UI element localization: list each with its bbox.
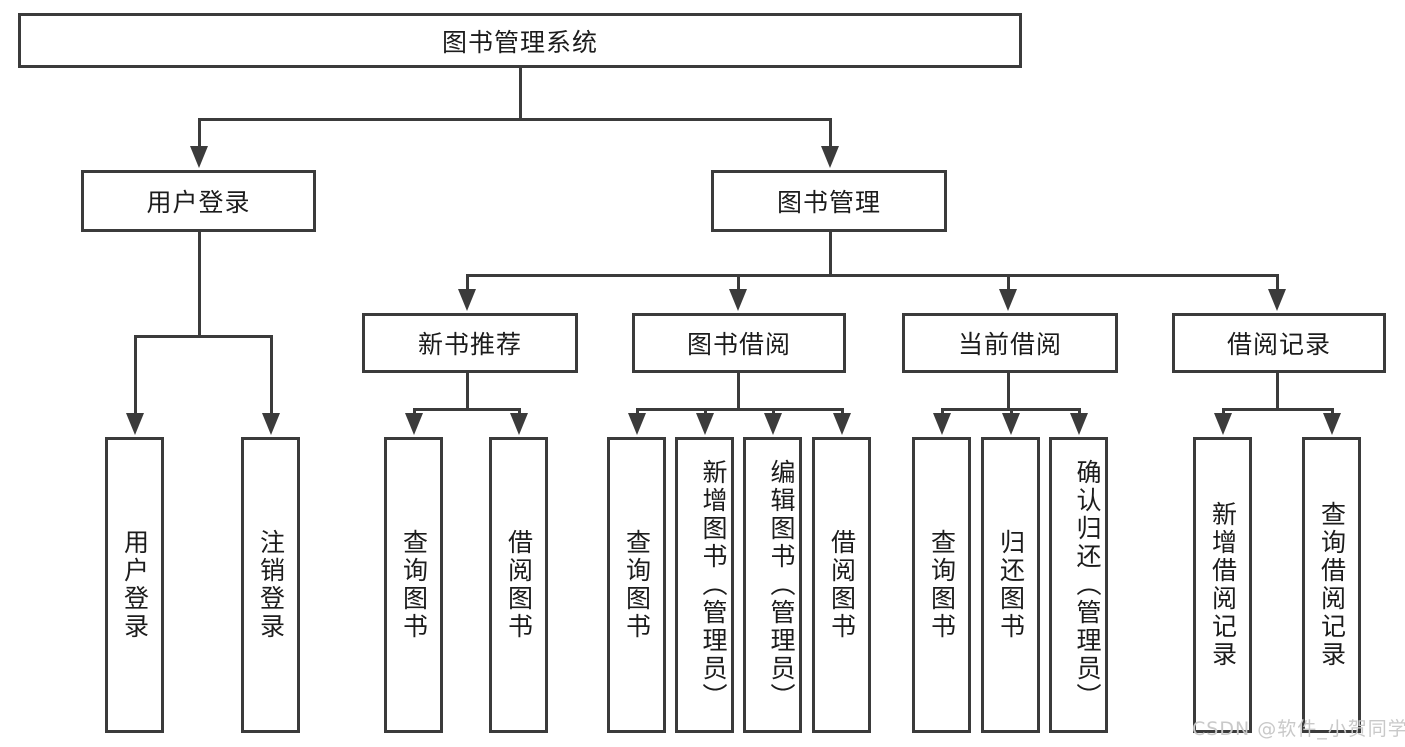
node-book-management[interactable]: 图书管理 xyxy=(711,170,947,232)
node-book-management-system[interactable]: 图书管理系统 xyxy=(18,13,1022,68)
connector-bb-leaf-4 xyxy=(841,408,844,415)
connector-book-borrow-bus xyxy=(636,408,844,411)
arrowhead-new-book-recommend xyxy=(458,289,476,311)
node-label: 新增图书（管理员） xyxy=(699,459,728,711)
connector-new-book-recommend-bus xyxy=(413,408,521,411)
node-user-login[interactable]: 用户登录 xyxy=(81,170,316,232)
node-label: 新增借阅记录 xyxy=(1208,501,1238,669)
connector-level3-bus xyxy=(466,274,1278,277)
node-label: 借阅记录 xyxy=(1226,330,1331,359)
node-book-borrow[interactable]: 图书借阅 xyxy=(632,313,846,373)
connector-borrow-record-stem xyxy=(1276,373,1279,408)
arrowhead-bb-leaf-1 xyxy=(628,413,646,435)
arrowhead-nbr-leaf-2 xyxy=(510,413,528,435)
leaf-cb-return-books[interactable]: 归还图书 xyxy=(981,437,1040,733)
leaf-bb-add-book-admin[interactable]: 新增图书（管理员） xyxy=(675,437,734,733)
leaf-br-query-record[interactable]: 查询借阅记录 xyxy=(1302,437,1361,733)
arrowhead-leaf-user-login xyxy=(126,413,144,435)
arrowhead-bb-leaf-4 xyxy=(833,413,851,435)
connector-to-book-borrow xyxy=(737,274,740,291)
connector-user-login-leaf-2 xyxy=(270,335,273,415)
arrowhead-leaf-logout xyxy=(262,413,280,435)
arrowhead-bb-leaf-3 xyxy=(764,413,782,435)
connector-current-borrow-stem xyxy=(1007,373,1010,408)
connector-root-bus xyxy=(198,118,832,121)
connector-nbr-leaf-1 xyxy=(413,408,416,415)
node-label: 确认归还（管理员） xyxy=(1073,459,1102,711)
node-label: 借阅图书 xyxy=(504,529,534,641)
arrowhead-book-management xyxy=(821,146,839,168)
leaf-user-login[interactable]: 用户登录 xyxy=(105,437,164,733)
node-label: 查询图书 xyxy=(399,529,429,641)
node-borrow-record[interactable]: 借阅记录 xyxy=(1172,313,1386,373)
arrowhead-nbr-leaf-1 xyxy=(405,413,423,435)
node-label: 编辑图书（管理员） xyxy=(767,459,796,711)
node-current-borrow[interactable]: 当前借阅 xyxy=(902,313,1118,373)
arrowhead-bb-leaf-2 xyxy=(696,413,714,435)
connector-br-leaf-2 xyxy=(1331,408,1334,415)
leaf-cb-query-books[interactable]: 查询图书 xyxy=(912,437,971,733)
arrowhead-current-borrow xyxy=(999,289,1017,311)
connector-user-login-stem xyxy=(198,232,201,335)
node-label: 归还图书 xyxy=(996,529,1026,641)
connector-to-borrow-record xyxy=(1276,274,1279,291)
node-label: 注销登录 xyxy=(256,529,286,641)
leaf-nbr-query-books[interactable]: 查询图书 xyxy=(384,437,443,733)
connector-book-borrow-stem xyxy=(737,373,740,408)
node-label: 借阅图书 xyxy=(827,529,857,641)
connector-cb-leaf-3 xyxy=(1078,408,1081,415)
arrowhead-cb-leaf-2 xyxy=(1002,413,1020,435)
leaf-logout[interactable]: 注销登录 xyxy=(241,437,300,733)
watermark: CSDN @软件_小贺同学 xyxy=(1192,718,1405,740)
connector-br-leaf-1 xyxy=(1222,408,1225,415)
node-label: 图书管理 xyxy=(776,188,881,217)
leaf-br-add-record[interactable]: 新增借阅记录 xyxy=(1193,437,1252,733)
connector-root-to-book-management xyxy=(829,118,832,148)
node-label: 查询借阅记录 xyxy=(1317,501,1347,669)
connector-root-to-user-login xyxy=(198,118,201,148)
arrowhead-borrow-record xyxy=(1268,289,1286,311)
node-label: 用户登录 xyxy=(120,529,150,641)
node-label: 查询图书 xyxy=(622,529,652,641)
arrowhead-br-leaf-2 xyxy=(1323,413,1341,435)
arrowhead-br-leaf-1 xyxy=(1214,413,1232,435)
leaf-cb-confirm-return-admin[interactable]: 确认归还（管理员） xyxy=(1049,437,1108,733)
connector-bb-leaf-3 xyxy=(772,408,775,415)
connector-cb-leaf-1 xyxy=(941,408,944,415)
arrowhead-book-borrow xyxy=(729,289,747,311)
arrowhead-user-login xyxy=(190,146,208,168)
arrowhead-cb-leaf-3 xyxy=(1070,413,1088,435)
node-label: 图书借阅 xyxy=(686,330,791,359)
node-label: 新书推荐 xyxy=(417,330,522,359)
connector-borrow-record-bus xyxy=(1222,408,1334,411)
node-label: 查询图书 xyxy=(927,529,957,641)
connector-root-stem xyxy=(519,68,522,118)
node-label: 图书管理系统 xyxy=(441,27,598,57)
connector-book-management-stem xyxy=(829,232,832,274)
leaf-bb-borrow-books[interactable]: 借阅图书 xyxy=(812,437,871,733)
connector-new-book-recommend-stem xyxy=(466,373,469,408)
arrowhead-cb-leaf-1 xyxy=(933,413,951,435)
connector-to-current-borrow xyxy=(1007,274,1010,291)
node-label: 当前借阅 xyxy=(957,330,1062,359)
leaf-bb-edit-book-admin[interactable]: 编辑图书（管理员） xyxy=(743,437,802,733)
node-new-book-recommend[interactable]: 新书推荐 xyxy=(362,313,578,373)
connector-cb-leaf-2 xyxy=(1010,408,1013,415)
connector-bb-leaf-1 xyxy=(636,408,639,415)
connector-to-new-book-recommend xyxy=(466,274,469,291)
connector-bb-leaf-2 xyxy=(704,408,707,415)
connector-user-login-bus xyxy=(134,335,273,338)
connector-user-login-leaf-1 xyxy=(134,335,137,415)
leaf-bb-query-books[interactable]: 查询图书 xyxy=(607,437,666,733)
leaf-nbr-borrow-books[interactable]: 借阅图书 xyxy=(489,437,548,733)
connector-nbr-leaf-2 xyxy=(518,408,521,415)
node-label: 用户登录 xyxy=(146,188,251,217)
